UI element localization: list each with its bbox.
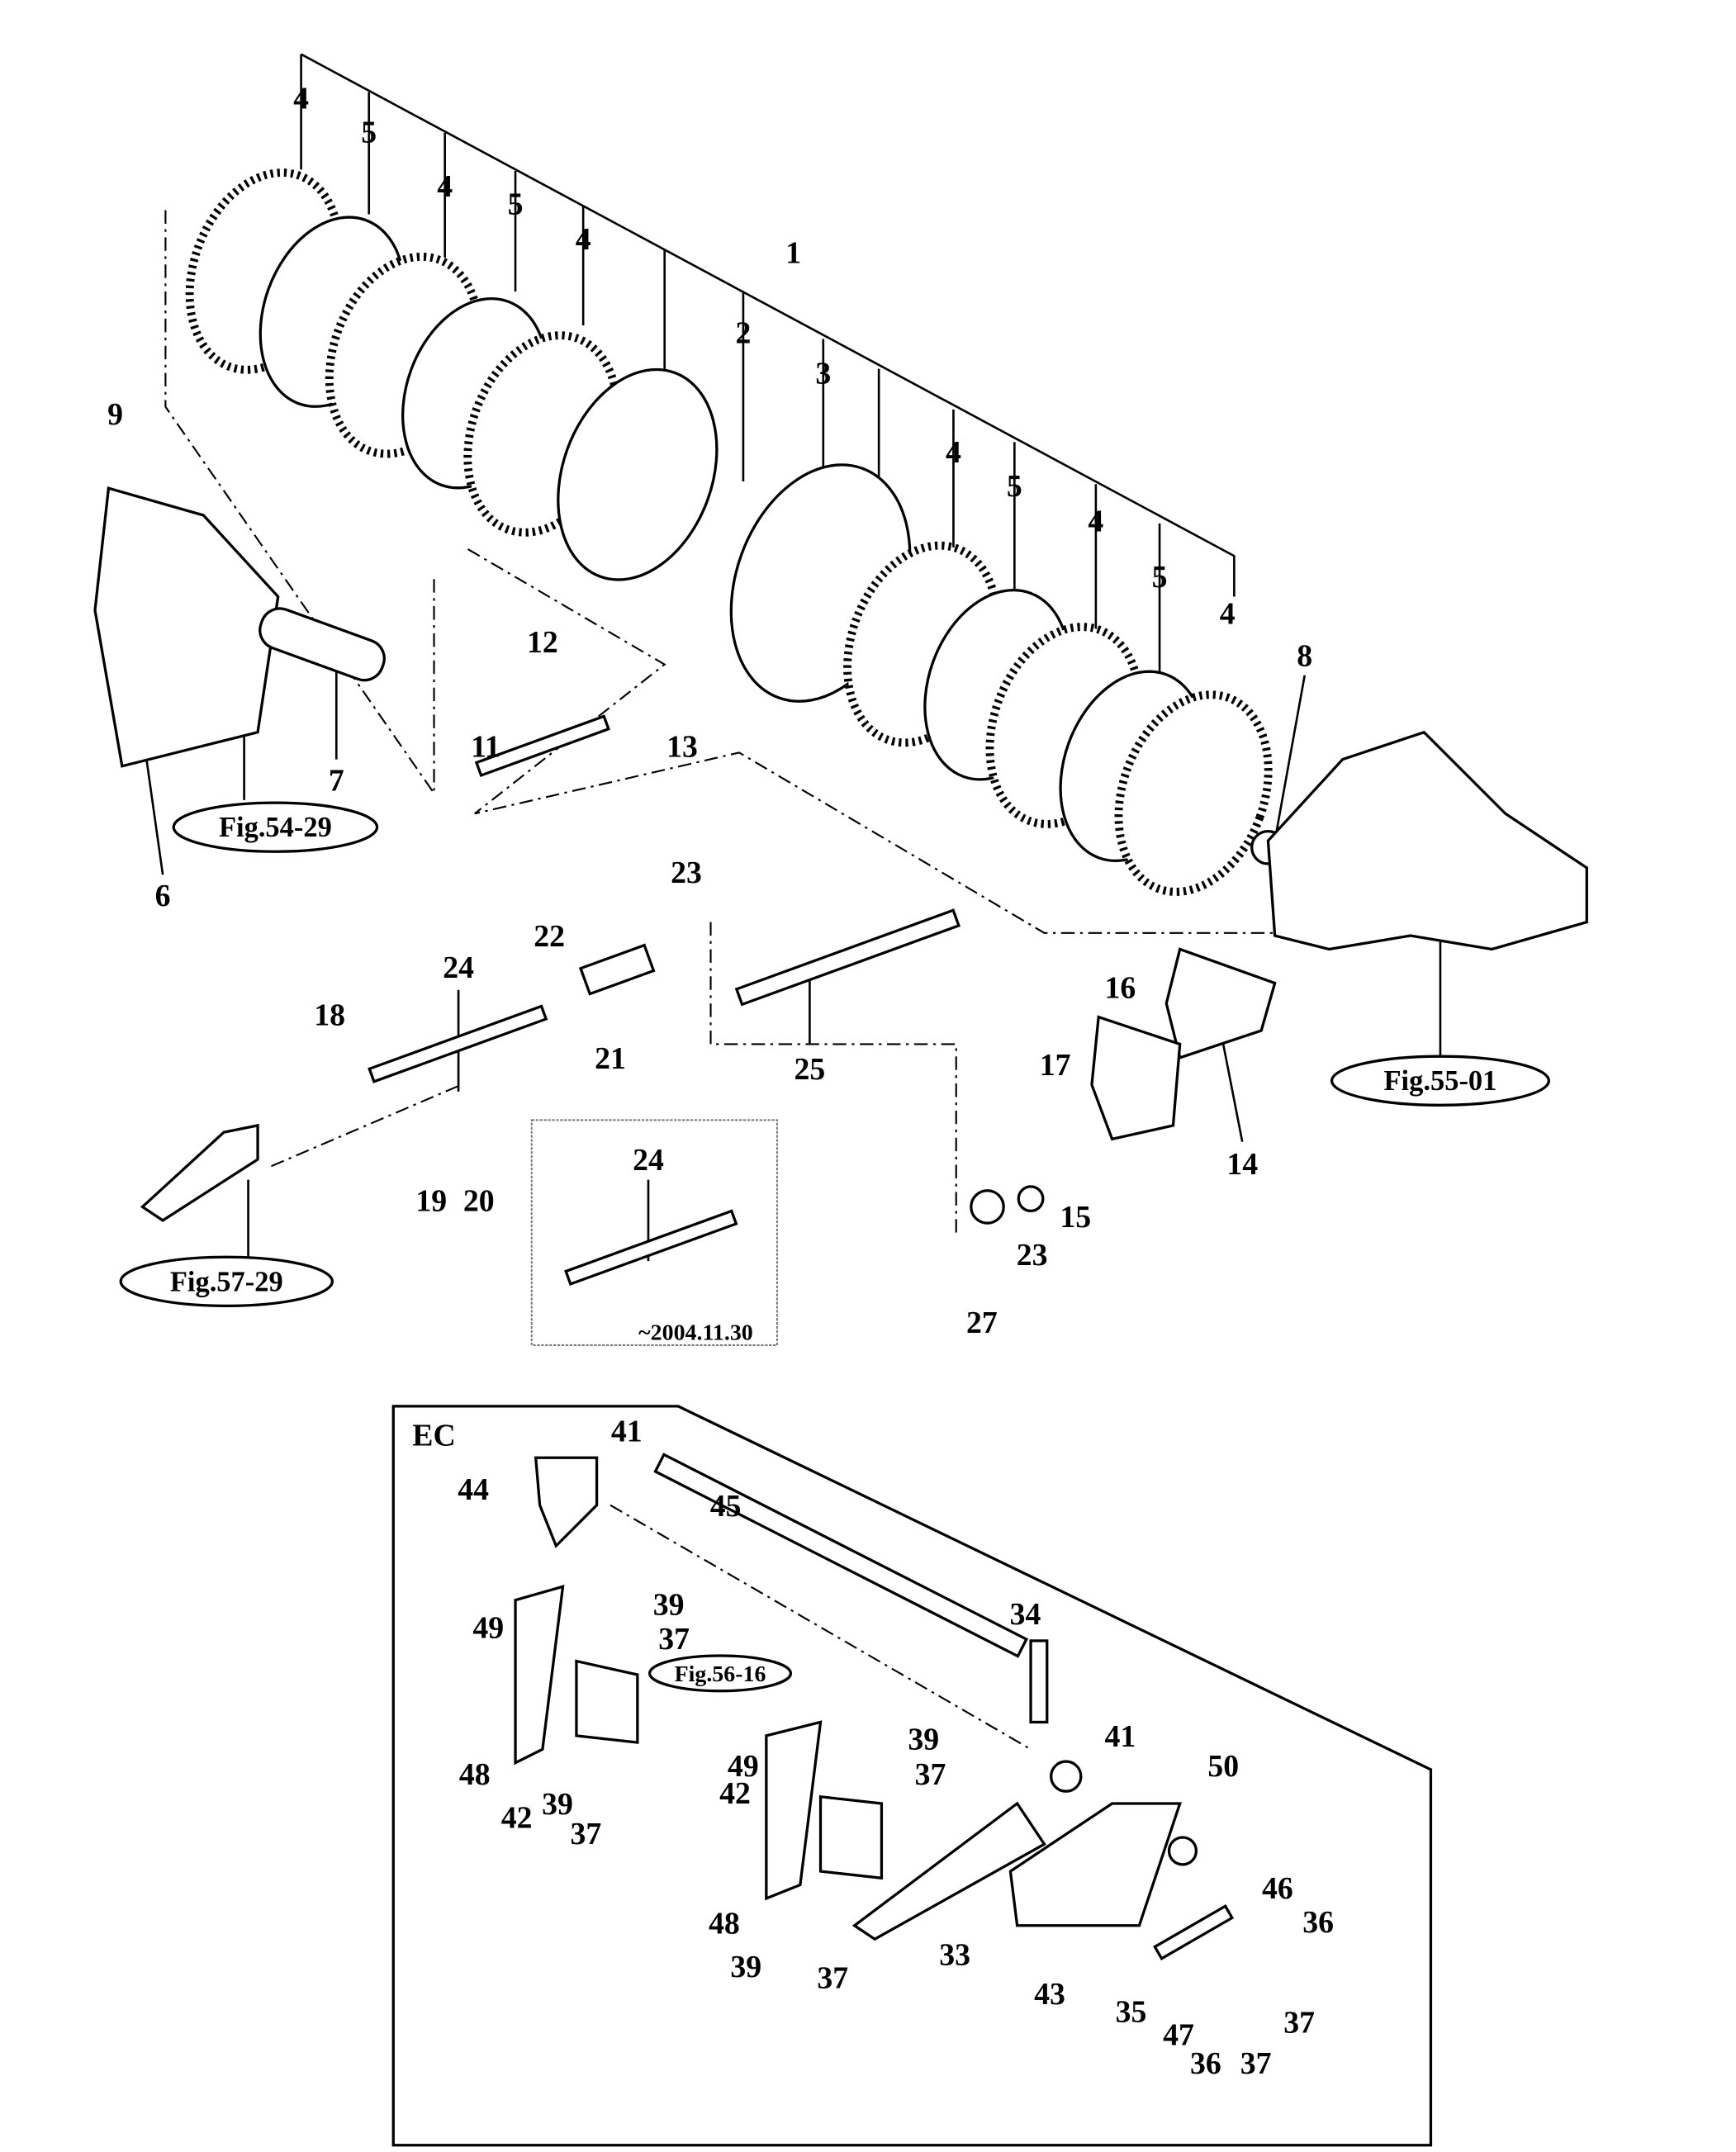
callout-5: 5 (508, 187, 524, 221)
svg-text:Fig.54-29: Fig.54-29 (219, 812, 332, 843)
callout-20: 20 (463, 1183, 495, 1218)
fig-ref-57-29[interactable]: Fig.57-29 (119, 1255, 334, 1307)
fig-ref-56-16[interactable]: Fig.56-16 (647, 1654, 793, 1693)
callout-50: 50 (1207, 1749, 1239, 1784)
callout-27: 27 (966, 1306, 998, 1340)
callout-16: 16 (1105, 971, 1136, 1006)
callout-4: 4 (1220, 596, 1236, 631)
fig-ref-55-01[interactable]: Fig.55-01 (1330, 1055, 1550, 1107)
callout-5: 5 (1007, 469, 1022, 504)
fig-ref-54-29[interactable]: Fig.54-29 (172, 801, 379, 853)
callout-6: 6 (155, 879, 171, 913)
callout-42: 42 (719, 1776, 751, 1811)
callout-37: 37 (571, 1817, 602, 1851)
callout-39: 39 (653, 1588, 685, 1623)
svg-text:Fig.57-29: Fig.57-29 (170, 1266, 283, 1297)
callout-39: 39 (542, 1787, 573, 1822)
callout-9: 9 (107, 397, 123, 432)
callout-5: 5 (1152, 560, 1168, 595)
callout-13: 13 (666, 729, 698, 764)
callout-24: 24 (633, 1143, 664, 1178)
callout-43: 43 (1034, 1977, 1065, 2012)
callout-21: 21 (595, 1041, 626, 1076)
clutch-disks (185, 168, 1286, 896)
callout-42: 42 (501, 1801, 533, 1836)
callout-48: 48 (459, 1757, 491, 1792)
inset-old-part-24: ~2004.11.30 (530, 1119, 778, 1346)
callout-36: 36 (1302, 1905, 1334, 1940)
callout-7: 7 (329, 763, 344, 798)
callout-23: 23 (1017, 1238, 1048, 1273)
callout-2: 2 (735, 315, 751, 350)
part-labels-upper: 4 5 4 5 4 1 2 3 4 5 4 5 4 8 9 12 11 13 7… (107, 81, 1312, 1340)
callout-37: 37 (817, 1960, 848, 1995)
inset-date: ~2004.11.30 (638, 1320, 753, 1345)
callout-12: 12 (527, 625, 558, 660)
callout-18: 18 (314, 998, 345, 1032)
callout-1: 1 (785, 236, 801, 271)
callout-36: 36 (1190, 2046, 1221, 2081)
callout-33: 33 (939, 1937, 970, 1972)
callout-15: 15 (1060, 1200, 1091, 1235)
callout-4: 4 (437, 169, 453, 204)
callout-25: 25 (794, 1052, 826, 1087)
callout-46: 46 (1262, 1871, 1293, 1906)
callout-47: 47 (1163, 2017, 1194, 2052)
callout-41: 41 (1105, 1719, 1136, 1754)
callout-37: 37 (915, 1757, 946, 1792)
ec-title: EC (412, 1418, 455, 1453)
callout-5: 5 (361, 115, 377, 149)
callout-3: 3 (815, 357, 831, 391)
callout-35: 35 (1116, 1994, 1147, 2029)
callout-4: 4 (293, 81, 309, 116)
callout-23: 23 (671, 856, 702, 890)
callout-11: 11 (471, 729, 500, 764)
callout-24: 24 (443, 950, 474, 985)
callout-22: 22 (534, 919, 565, 954)
callout-37: 37 (658, 1622, 690, 1657)
callout-41: 41 (611, 1415, 643, 1449)
callout-39: 39 (730, 1950, 761, 1984)
callout-34: 34 (1010, 1597, 1041, 1632)
callout-4: 4 (576, 222, 591, 257)
svg-text:Fig.55-01: Fig.55-01 (1384, 1065, 1497, 1097)
callout-19: 19 (415, 1183, 447, 1218)
callout-39: 39 (908, 1722, 939, 1756)
callout-17: 17 (1040, 1048, 1071, 1083)
callout-14: 14 (1226, 1147, 1258, 1182)
housing-parts (93, 486, 1588, 1225)
callout-37: 37 (1283, 2005, 1315, 2040)
callout-8: 8 (1297, 638, 1312, 673)
callout-4: 4 (1088, 505, 1103, 539)
callout-45: 45 (710, 1489, 742, 1524)
callout-37: 37 (1240, 2046, 1272, 2081)
callout-48: 48 (709, 1907, 740, 1941)
svg-text:Fig.56-16: Fig.56-16 (675, 1661, 766, 1687)
callout-49: 49 (472, 1611, 504, 1646)
callout-44: 44 (458, 1472, 489, 1507)
callout-49: 49 (728, 1749, 759, 1784)
callout-4: 4 (946, 435, 961, 470)
ec-section: EC Fig.56-16 41 44 45 34 49 39 37 48 42 … (391, 1405, 1433, 2147)
